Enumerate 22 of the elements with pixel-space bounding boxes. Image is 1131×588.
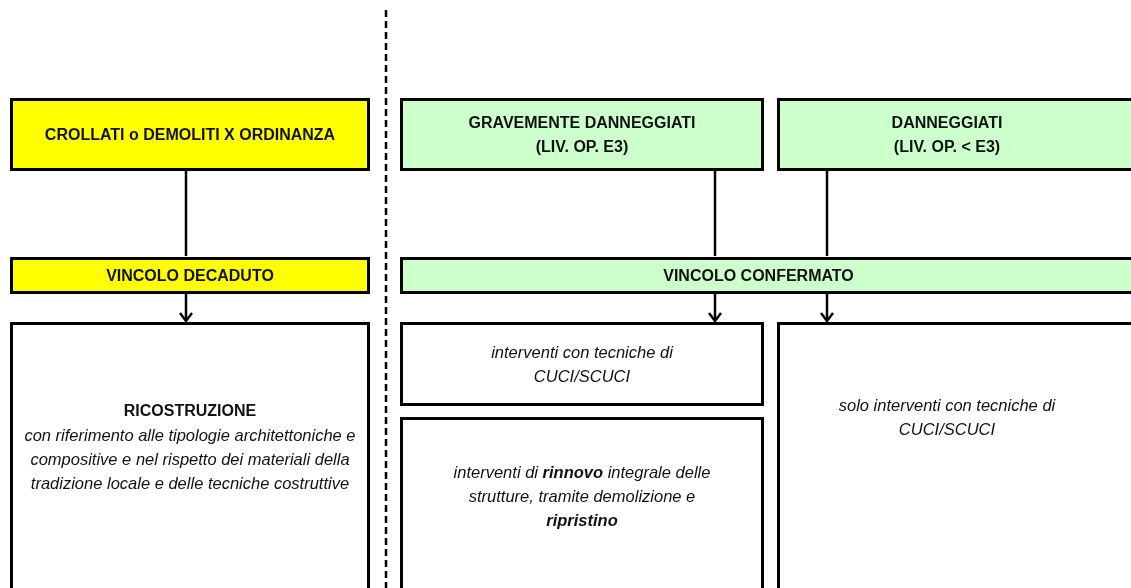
description-text: interventi con tecniche di CUCI/SCUCI xyxy=(490,342,675,387)
connector-arrow xyxy=(707,294,723,323)
outcome-box xyxy=(400,322,764,406)
heading-text: RICOSTRUZIONE xyxy=(123,401,257,421)
category-box xyxy=(10,98,370,171)
heading-text: DANNEGGIATI (LIV. OP. < E3) xyxy=(890,112,1004,157)
connector-arrow xyxy=(178,294,194,323)
category-box xyxy=(400,98,764,171)
connector-arrow xyxy=(819,294,835,323)
category-box xyxy=(777,98,1131,171)
heading-text: CROLLATI o DEMOLITI X ORDINANZA xyxy=(44,124,336,145)
description-text: interventi di rinnovo integrale delle strutture, tramite demolizione e ripristino xyxy=(452,461,712,531)
description-text: con riferimento alle tipologie architettoniche e compositive e nel rispetto dei materiali della tradizione locale e delle tecniche costruttive xyxy=(23,425,357,494)
description-text: solo interventi con tecniche di CUCI/SCUCI xyxy=(837,395,1057,440)
heading-text: VINCOLO CONFERMATO xyxy=(663,265,854,286)
status-bar xyxy=(400,257,1131,294)
status-bar xyxy=(10,257,370,294)
outcome-box xyxy=(777,322,1131,588)
heading-text: VINCOLO DECADUTO xyxy=(106,265,274,286)
outcome-box xyxy=(400,417,764,588)
outcome-box xyxy=(10,322,370,588)
heading-text: GRAVEMENTE DANNEGGIATI (LIV. OP. E3) xyxy=(467,112,697,157)
